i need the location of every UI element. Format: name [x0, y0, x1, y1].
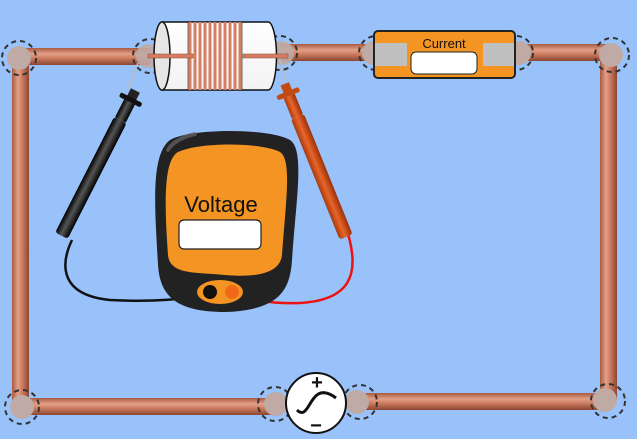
sine-wave-icon: [295, 391, 337, 414]
voltmeter[interactable]: Voltage: [155, 131, 299, 312]
red-probe[interactable]: [273, 59, 357, 241]
voltmeter-display: [178, 219, 262, 250]
black-probe[interactable]: [51, 62, 146, 241]
ammeter[interactable]: Current: [373, 30, 516, 79]
junction-top-left[interactable]: [1, 40, 37, 76]
wire-top-right[interactable]: [515, 44, 611, 61]
ammeter-label: Current: [422, 36, 466, 51]
junction-bottom-left[interactable]: [4, 389, 40, 425]
wire-right[interactable]: [600, 52, 617, 400]
junction-top-right[interactable]: [594, 37, 630, 73]
ac-source-minus: −: [310, 415, 322, 437]
ammeter-display: [410, 51, 478, 75]
junctions: [1, 35, 630, 425]
wire-left[interactable]: [12, 56, 29, 406]
wires: [12, 44, 617, 415]
wire-top-middle[interactable]: [280, 44, 376, 61]
ac-source[interactable]: + −: [285, 372, 347, 437]
wire-bottom-left[interactable]: [20, 398, 278, 415]
voltmeter-label: Voltage: [184, 192, 257, 217]
red-jack[interactable]: [225, 285, 239, 299]
black-jack[interactable]: [203, 285, 217, 299]
inductor-coil-icon: [188, 22, 242, 90]
junction-bottom-right[interactable]: [590, 383, 626, 419]
wire-bottom-right[interactable]: [355, 393, 607, 410]
inductor[interactable]: [147, 21, 289, 91]
ac-source-plus: +: [311, 372, 323, 394]
wire-top-left[interactable]: [18, 48, 150, 65]
junction-source-right[interactable]: [342, 384, 378, 420]
